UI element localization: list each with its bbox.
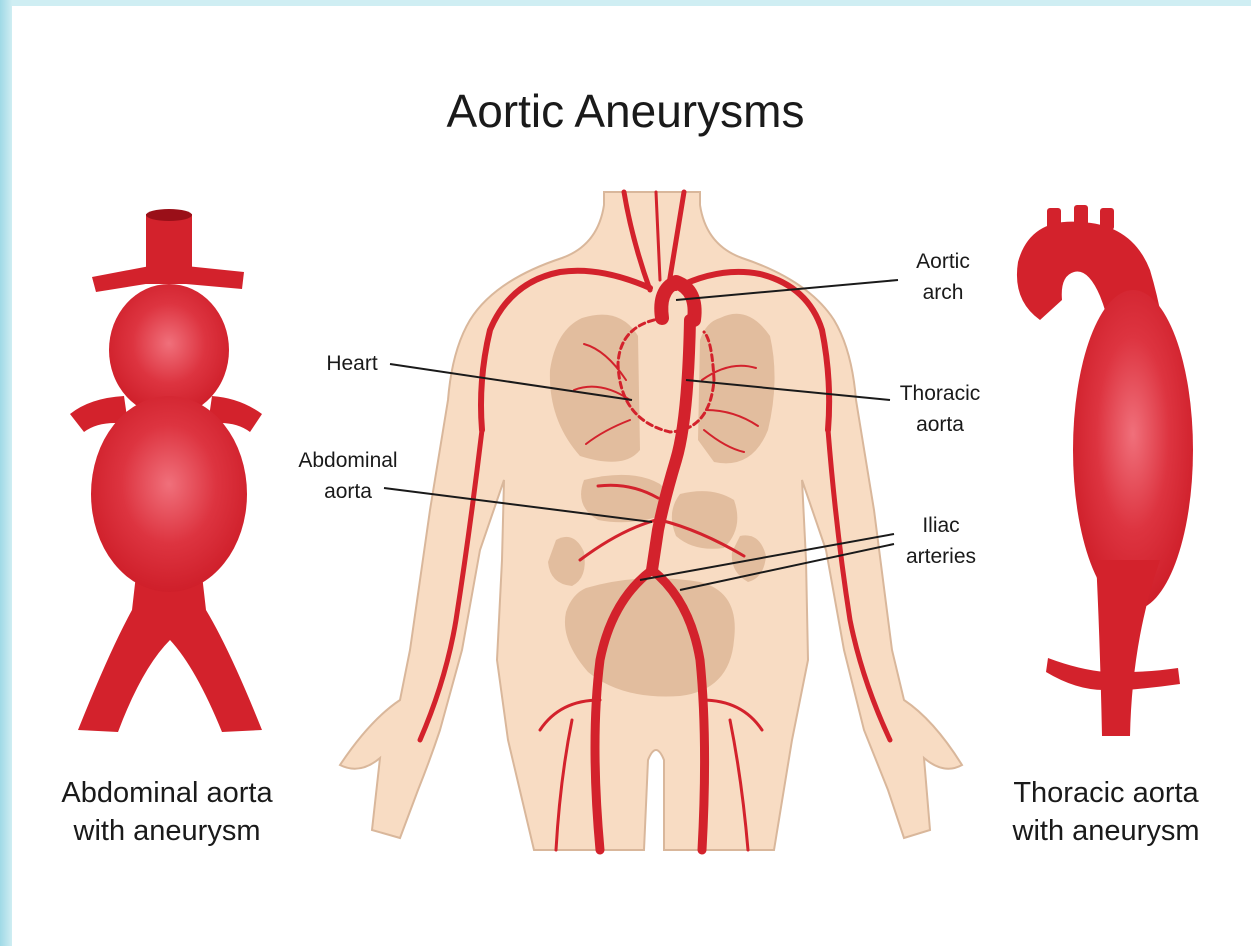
caption-abdominal-line2: with aneurysm	[30, 812, 304, 850]
arch-branch-stub	[1074, 205, 1088, 227]
label-heart-line1: Heart	[310, 348, 394, 379]
label-abdominal-aorta-line1: Abdominal	[282, 445, 414, 476]
abdominal-aorta-aneurysm-illustration	[70, 209, 262, 732]
label-iliac-arteries-line2: arteries	[886, 541, 996, 572]
label-abdominal-aorta-line2: aorta	[282, 476, 414, 507]
caption-abdominal-line1: Abdominal aorta	[30, 774, 304, 812]
caption-abdominal-aorta: Abdominal aorta with aneurysm	[30, 774, 304, 850]
label-aortic-arch-line2: arch	[894, 277, 992, 308]
caption-thoracic-aorta: Thoracic aorta with aneurysm	[984, 774, 1228, 850]
label-abdominal-aorta: Abdominal aorta	[282, 445, 414, 507]
arch-branch-stub	[1047, 208, 1061, 230]
label-aortic-arch: Aortic arch	[894, 246, 992, 308]
label-thoracic-aorta-line2: aorta	[880, 409, 1000, 440]
caption-thoracic-line2: with aneurysm	[984, 812, 1228, 850]
abdominal-aorta-branch	[92, 266, 152, 292]
abdominal-aorta-neck-opening	[146, 209, 192, 221]
descending-aorta-lower	[1096, 560, 1160, 736]
label-aortic-arch-line1: Aortic	[894, 246, 992, 277]
abdominal-aorta-branch	[186, 266, 244, 289]
label-heart: Heart	[310, 348, 394, 379]
descending-aorta-branch	[1046, 658, 1106, 690]
abdominal-aorta-neck	[146, 214, 192, 284]
lower-aneurysm-bulge	[91, 396, 247, 592]
label-iliac-arteries: Iliac arteries	[886, 510, 996, 572]
label-iliac-arteries-line1: Iliac	[886, 510, 996, 541]
caption-thoracic-line1: Thoracic aorta	[984, 774, 1228, 812]
human-body-illustration	[340, 192, 962, 850]
label-thoracic-aorta: Thoracic aorta	[880, 378, 1000, 440]
thoracic-aorta-aneurysm-illustration	[1017, 205, 1193, 736]
arch-branch-stub	[1100, 208, 1114, 230]
stomach	[672, 491, 738, 549]
label-thoracic-aorta-line1: Thoracic	[880, 378, 1000, 409]
